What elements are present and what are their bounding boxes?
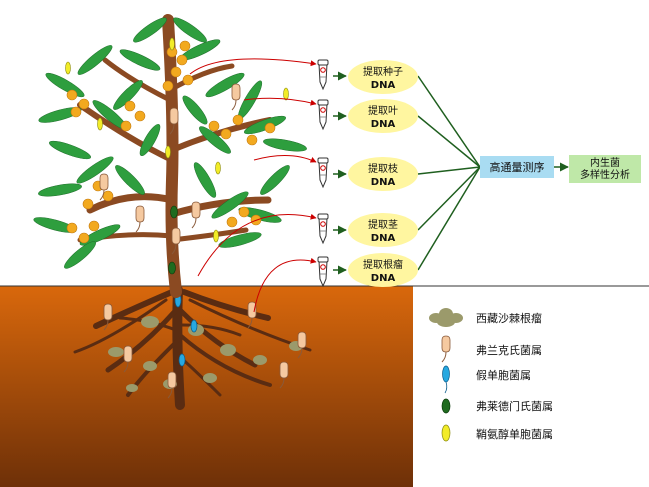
legend-item: 假单胞菌属 bbox=[442, 365, 531, 394]
analysis-label-line2: 多样性分析 bbox=[580, 168, 630, 181]
sample-oval: 提取茎 DNA bbox=[348, 213, 418, 247]
legend-label: 西藏沙棘根瘤 bbox=[476, 311, 542, 325]
sequencing-label: 高通量测序 bbox=[490, 160, 545, 174]
legend-item: 弗兰克氏菌属 bbox=[441, 335, 542, 363]
tree-leaves bbox=[33, 17, 307, 269]
sample-tube-icon bbox=[317, 157, 329, 188]
nodule-icon bbox=[429, 308, 463, 327]
legend-label: 弗兰克氏菌属 bbox=[476, 343, 542, 357]
sample-label-line2: DNA bbox=[371, 273, 396, 284]
sample-label-line1: 提取茎 bbox=[368, 219, 398, 231]
soil bbox=[0, 286, 413, 487]
sample-label-line2: DNA bbox=[371, 80, 396, 91]
sample-tubes bbox=[317, 59, 329, 287]
sample-links bbox=[189, 58, 317, 313]
sample-label-line1: 提取根瘤 bbox=[363, 258, 403, 271]
legend-item: 西藏沙棘根瘤 bbox=[429, 308, 542, 327]
analysis-label-line1: 内生菌 bbox=[590, 156, 620, 169]
sample-label-line1: 提取枝 bbox=[368, 162, 398, 175]
sample-tube-icon bbox=[317, 99, 329, 130]
pseudomonas-icon bbox=[442, 365, 450, 394]
legend-label: 弗莱德门氏菌属 bbox=[476, 399, 553, 413]
legend-label: 鞘氨醇单胞菌属 bbox=[476, 427, 553, 441]
sample-oval: 提取种子 DNA bbox=[348, 60, 418, 94]
dongia-icon bbox=[441, 424, 451, 442]
sample-label-line2: DNA bbox=[371, 177, 396, 188]
sample-tube-icon bbox=[317, 59, 329, 90]
tube-to-sample-arrows bbox=[333, 71, 347, 275]
sample-tube-icon bbox=[317, 213, 329, 244]
sample-tube-icon bbox=[317, 256, 329, 287]
sample-oval: 提取叶 DNA bbox=[348, 99, 418, 133]
tree-fruits bbox=[66, 40, 276, 244]
sample-to-sequencing-lines bbox=[417, 75, 481, 271]
sample-oval: 提取枝 DNA bbox=[348, 157, 418, 191]
legend-item: 鞘氨醇单胞菌属 bbox=[441, 424, 553, 442]
tree-dongia bbox=[65, 37, 289, 243]
sequencing-box bbox=[480, 156, 554, 178]
sample-label-line1: 提取叶 bbox=[368, 105, 398, 117]
sample-label-line2: DNA bbox=[371, 119, 396, 130]
sample-oval: 提取根瘤 DNA bbox=[348, 253, 418, 287]
sample-label-line1: 提取种子 bbox=[363, 65, 403, 78]
analysis-box bbox=[569, 155, 641, 183]
legend-label: 假单胞菌属 bbox=[476, 368, 531, 382]
friedmanniella-icon bbox=[441, 398, 451, 414]
sample-label-line2: DNA bbox=[371, 233, 396, 244]
legend: 西藏沙棘根瘤 弗兰克氏菌属 假单胞菌属 弗莱德门氏菌属 鞘氨醇单胞菌属 bbox=[429, 308, 553, 442]
tree-branches bbox=[77, 14, 273, 298]
legend-item: 弗莱德门氏菌属 bbox=[441, 398, 553, 414]
tree-friedmanniella bbox=[168, 205, 178, 275]
frankia-icon bbox=[441, 335, 451, 363]
